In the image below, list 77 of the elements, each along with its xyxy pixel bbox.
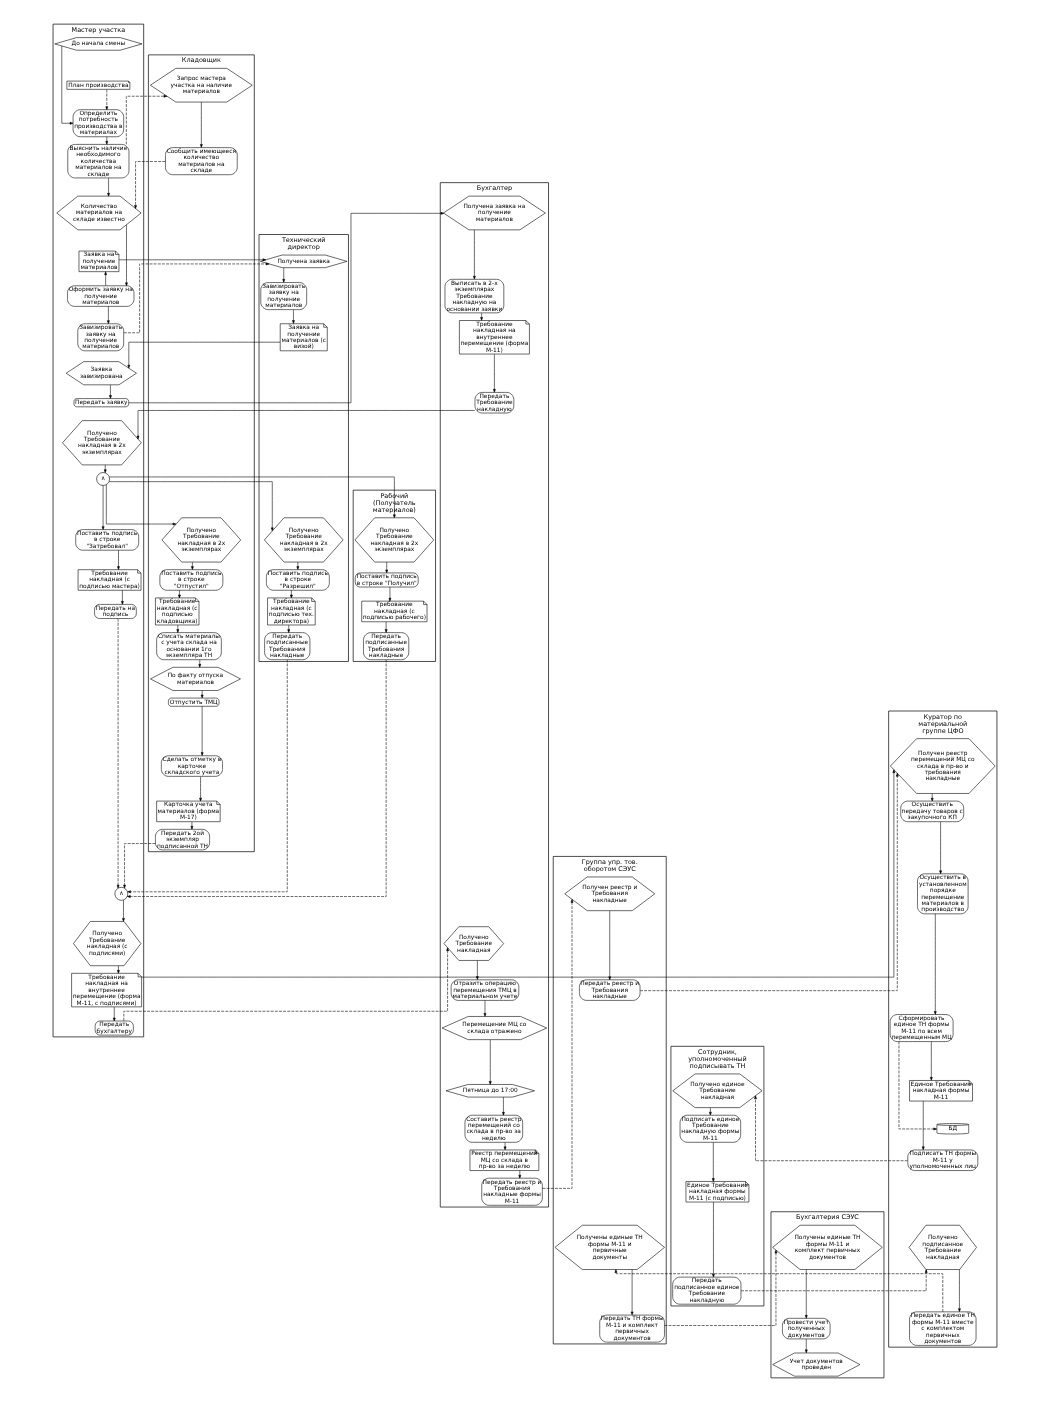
arrow [177,590,180,599]
arrow [102,464,106,473]
arrow [472,229,475,280]
arrow [116,549,119,570]
arrow [479,312,482,321]
arrow [120,590,123,605]
arrow [932,913,936,1015]
arrow [197,659,201,668]
arrow [106,177,109,197]
arrow [708,1107,711,1116]
arrow [117,258,266,262]
arrow [929,793,933,802]
arrow [897,1041,936,1131]
arrow [199,101,202,148]
arrow [175,624,179,633]
arrow [938,821,941,874]
arrow [126,341,280,369]
arrow [663,1249,777,1326]
arrow [190,561,193,570]
arrow [613,1269,943,1313]
arrow [140,769,895,978]
arrow [475,960,478,980]
arrow [115,618,119,889]
arrow [105,484,176,526]
arrow [199,690,203,699]
arrow [289,590,292,599]
arrow [295,561,299,570]
arrow [711,1201,714,1278]
arrow [803,1269,807,1319]
arrow [710,1142,714,1182]
arrow [104,89,108,110]
arrow [127,212,444,404]
arrow [126,659,386,898]
arrow [116,965,119,974]
arrow [108,476,395,518]
arrow [106,306,109,324]
arrow [753,1095,907,1162]
arrow [383,621,387,633]
arrow [541,899,573,1189]
arrow [739,1269,927,1292]
arrow [638,773,898,991]
arrow [108,384,111,399]
arrow [803,1338,807,1354]
arrow [291,309,294,324]
arrow [387,586,391,602]
arrow [135,410,475,440]
arrow [384,561,388,574]
arrow [111,1006,115,1022]
arrow [482,1000,486,1017]
arrow [492,353,495,393]
arrow [104,136,108,145]
arrow [126,659,287,894]
arrow [122,262,269,334]
arrow [198,776,201,802]
arrow [100,485,104,530]
arrow [121,899,124,922]
arrow [929,1041,932,1081]
arrow [107,481,273,532]
arrow [487,1039,491,1085]
arrow [957,1269,960,1312]
arrow [199,706,203,756]
arrow [517,1170,521,1179]
arrow [281,267,285,283]
arrow [103,271,106,286]
arrow [122,843,155,889]
arrow [629,1269,633,1316]
arrow [124,224,127,287]
arrow [501,1096,504,1116]
arrow [286,624,290,633]
arrow [122,947,448,1022]
arrow [133,161,165,209]
arrow [607,910,611,981]
arrow [125,94,167,145]
arrow [502,1142,506,1151]
arrow [920,1100,924,1151]
arrow [189,821,193,830]
arrow [60,45,73,125]
